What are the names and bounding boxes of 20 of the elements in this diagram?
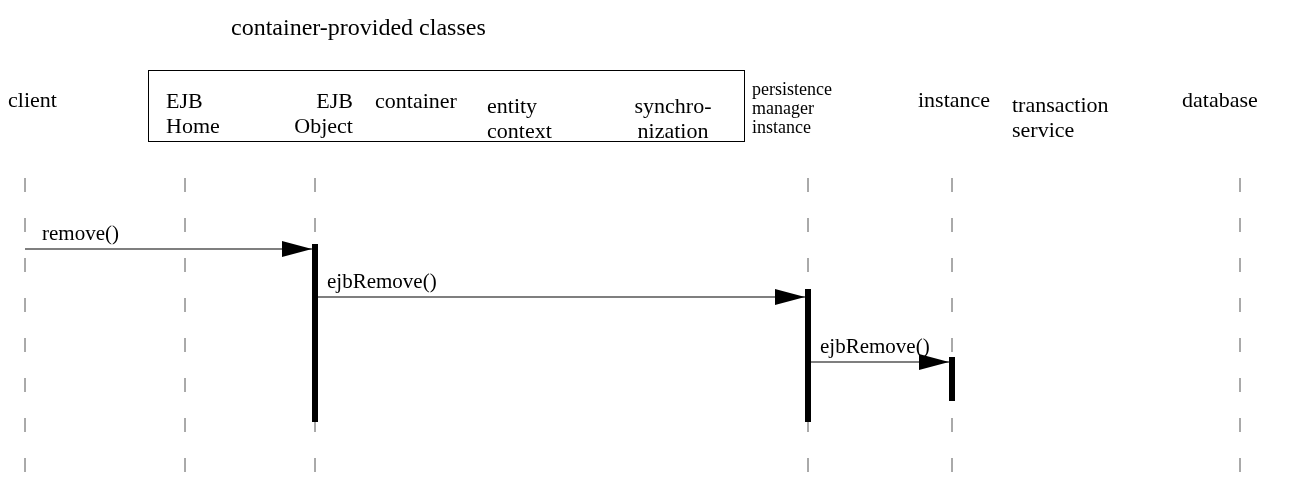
activation-bar — [805, 289, 811, 422]
participant-name: EJB Home — [166, 88, 221, 138]
participant-name: client — [8, 87, 58, 112]
message-label: ejbRemove() — [820, 335, 930, 357]
message-label: ejbRemove() — [327, 270, 437, 292]
activation-bar — [949, 357, 955, 401]
message-arrow — [317, 289, 806, 305]
participant-name: persistence manager instance — [752, 80, 832, 137]
participant-name: synchro- nization — [633, 93, 713, 143]
activation-bar — [312, 244, 318, 422]
participant-name: instance — [918, 87, 992, 112]
participant-name: transaction service — [1012, 92, 1110, 142]
participant-name: database — [1182, 87, 1259, 112]
participant-name: container — [375, 88, 458, 113]
message-label: remove() — [42, 222, 119, 244]
participant-name: entity context — [487, 93, 553, 143]
participant-name: EJB Object — [293, 88, 353, 138]
message-arrow — [24, 241, 313, 257]
message-arrow — [810, 354, 950, 370]
group-heading: container-provided classes — [231, 15, 486, 40]
